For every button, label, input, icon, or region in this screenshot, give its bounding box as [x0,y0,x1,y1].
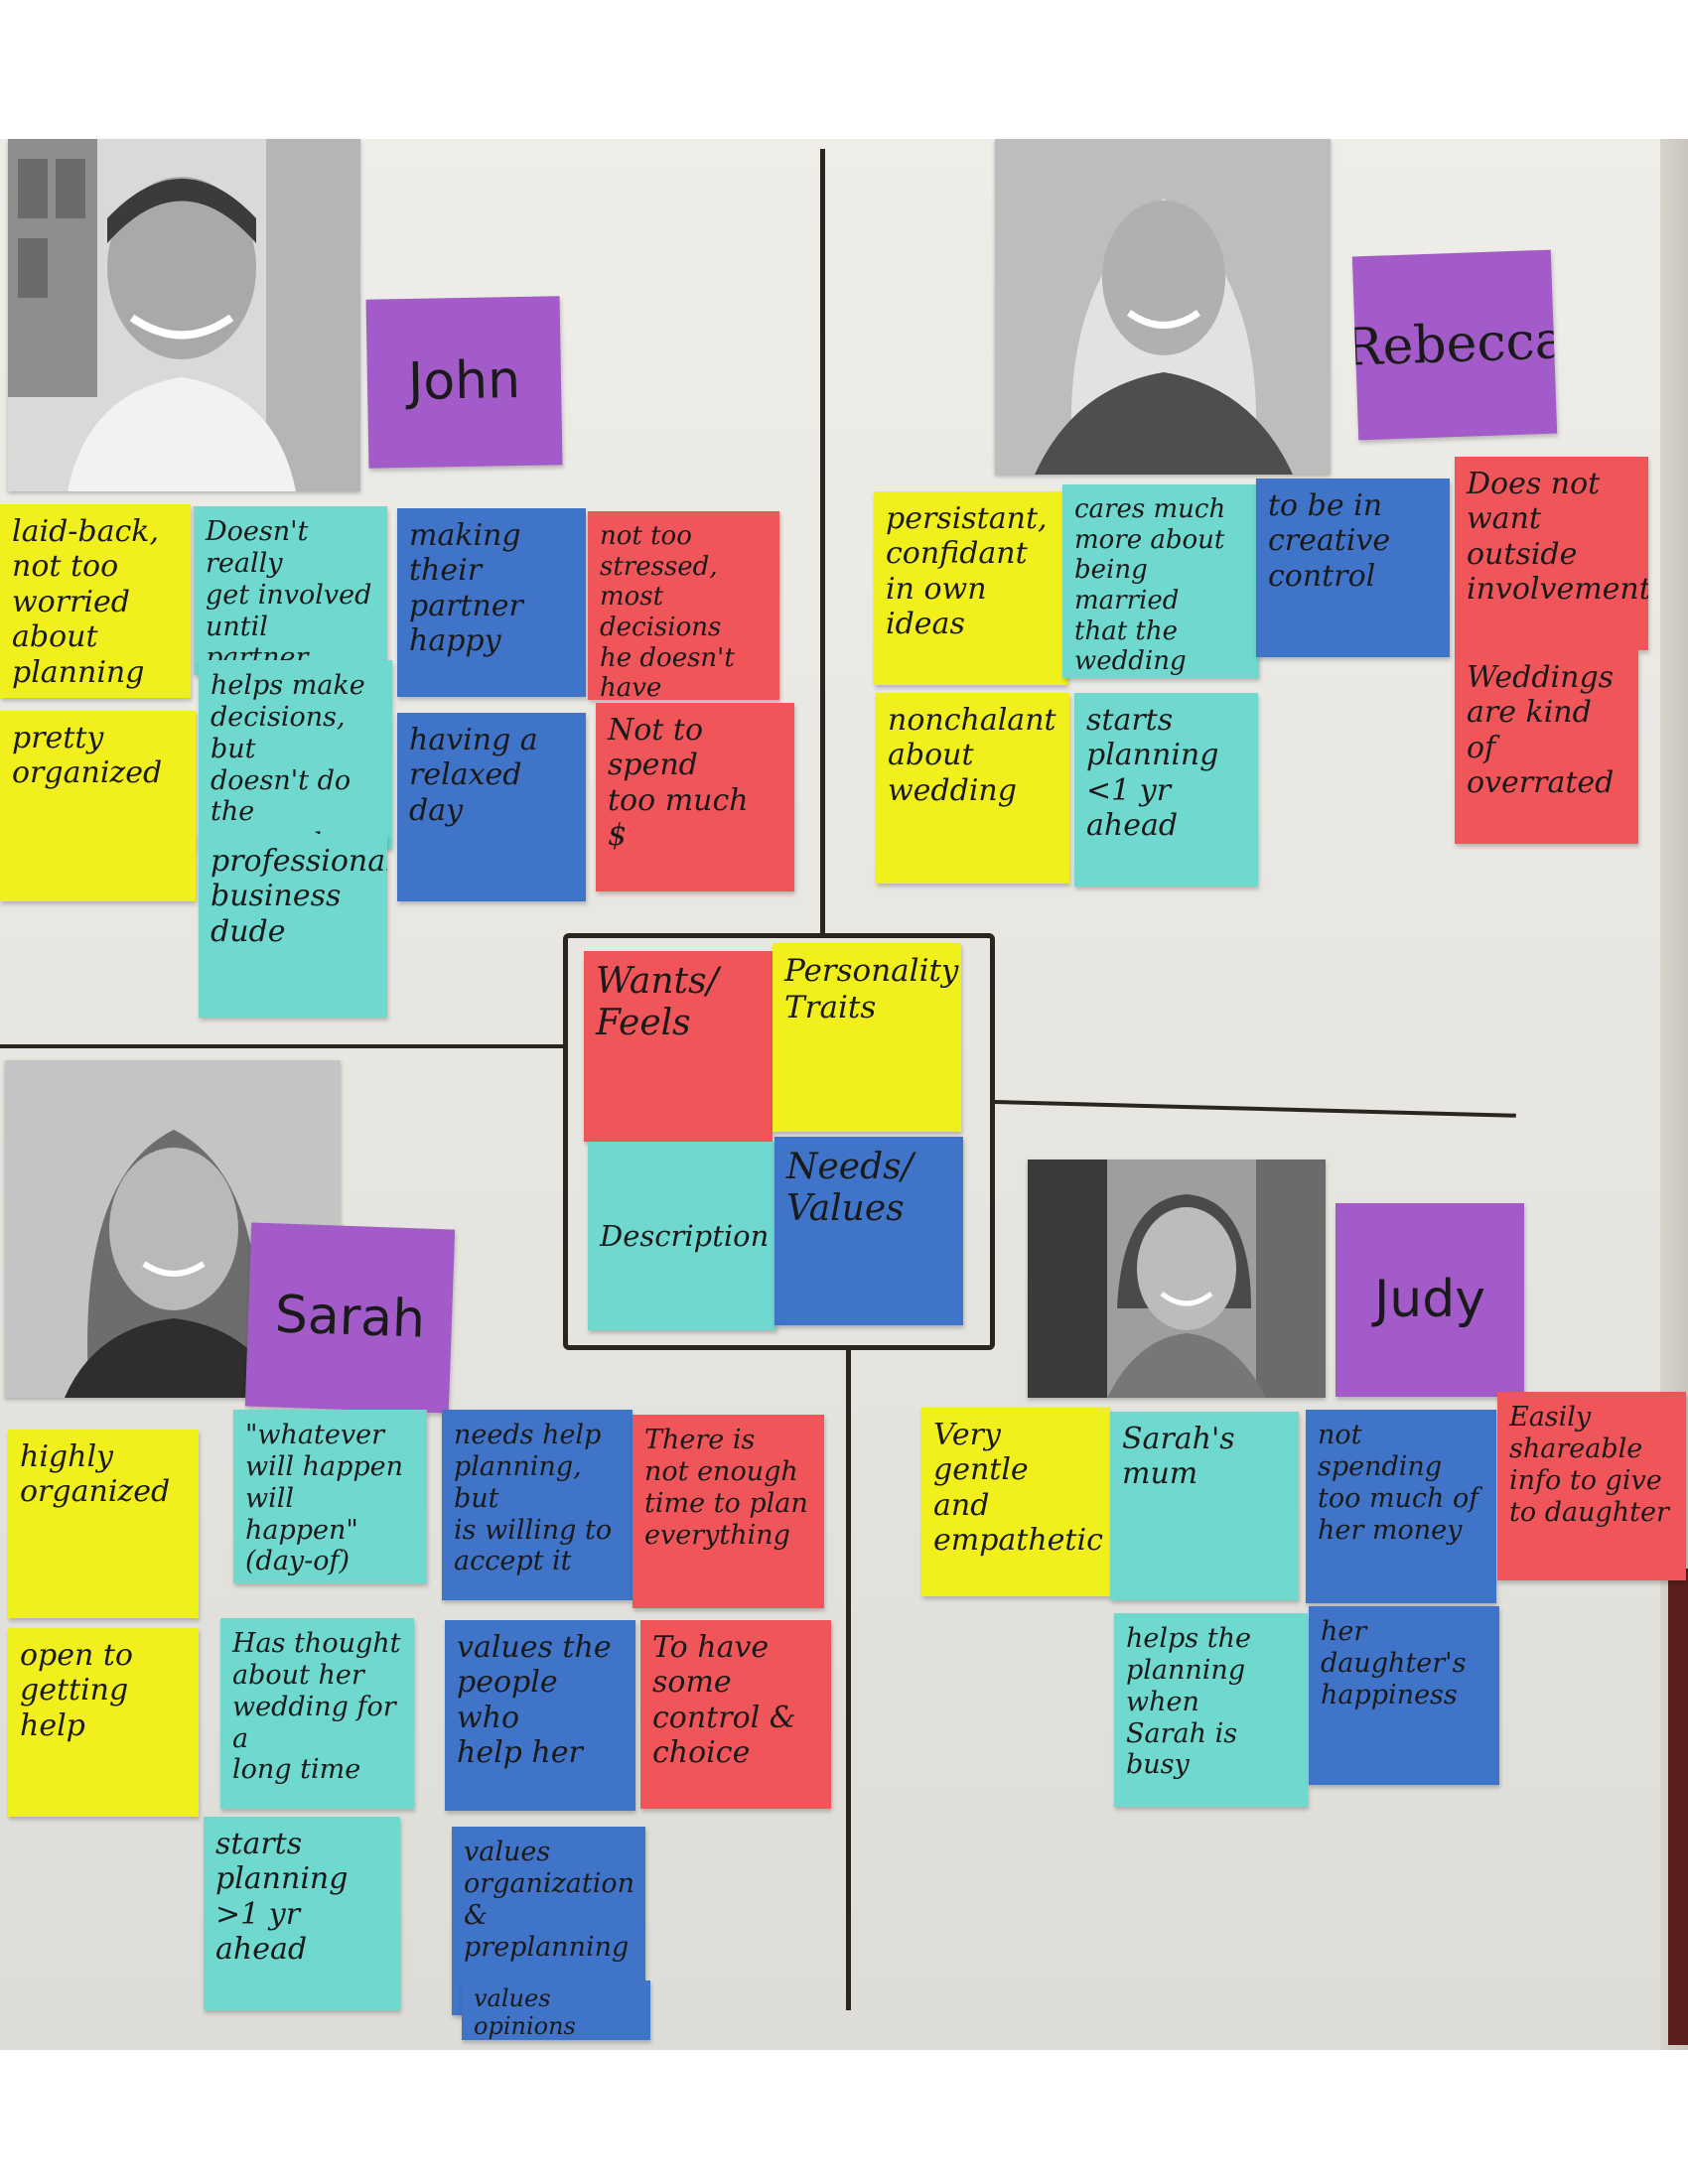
john-need-note-2: having a relaxed day [397,713,586,901]
sarah-need-note-1: needs help planning, but is willing to a… [442,1410,633,1600]
judy-need-note-2: her daughter's happiness [1309,1606,1499,1785]
sarah-trait-note-1: highly organized [8,1430,199,1618]
sarah-photo [5,1060,341,1398]
sarah-need-note-2: values the people who help her [445,1620,635,1811]
rebecca-desc-note-2: starts planning <1 yr ahead [1074,693,1258,887]
divider-horizontal-left [0,1044,563,1048]
rebecca-need-note-1: to be in creative control [1256,478,1450,657]
legend-wants-feels: Wants/ Feels [584,951,773,1142]
rebecca-name-note: Rebecca [1351,249,1558,441]
sarah-trait-note-2: open to getting help [8,1628,199,1817]
divider-vertical-top [820,149,825,933]
john-want-note-1: not too stressed, most decisions he does… [588,511,779,700]
sarah-need-note-4: values opinions of others & [462,1980,650,2040]
carpet [1668,1569,1688,2045]
legend-frame [563,933,995,1350]
rebecca-want-note-1: Does not want outside involvement [1455,457,1648,650]
john-trait-note-2: pretty organized [0,711,196,901]
john-need-note-1: making their partner happy [397,508,586,697]
judy-desc-note-1: Sarah's mum [1110,1412,1299,1600]
woman-portrait-photo-icon [1028,1160,1326,1398]
divider-vertical-bottom [846,1350,851,2010]
john-trait-note-1: laid-back, not too worried about plannin… [0,504,191,698]
judy-trait-note-1: Very gentle and empathetic [921,1408,1110,1596]
sarah-want-note-2: To have some control & choice [640,1620,831,1809]
john-name-note: John [365,296,563,469]
sarah-name-note: Sarah [244,1222,456,1414]
rebecca-trait-note-1: persistant, confidant in own ideas [874,491,1067,685]
woman-portrait-photo-icon [5,1060,341,1398]
judy-name-note: Judy [1336,1203,1524,1397]
woman-portrait-photo-icon [995,139,1331,475]
judy-desc-note-2: helps the planning when Sarah is busy [1114,1613,1308,1807]
legend-needs-values: Needs/ Values [774,1137,963,1325]
john-desc-note-2: helps make decisions, but doesn't do the… [199,660,392,849]
rebecca-photo [995,139,1331,475]
legend-description: Description [588,1142,776,1330]
judy-photo [1028,1160,1326,1398]
john-desc-note-3: professional business dude [199,834,387,1018]
sarah-want-note-1: There is not enough time to plan everyth… [633,1415,824,1608]
rebecca-trait-note-2: nonchalant about wedding [876,693,1069,884]
john-want-note-2: Not to spend too much $ [596,703,794,891]
sarah-desc-note-3: starts planning >1 yr ahead [204,1817,400,2010]
judy-want-note-1: Easily shareable info to give to daughte… [1497,1392,1686,1580]
rebecca-want-note-2: Weddings are kind of overrated [1455,650,1638,844]
john-desc-note-1: Doesn't really get involved until partne… [194,506,387,675]
sarah-desc-note-2: Has thought about her wedding for a long… [220,1618,414,1809]
john-photo [8,139,360,491]
man-portrait-photo-icon [8,139,360,491]
sarah-desc-note-1: "whatever will happen will happen" (day-… [233,1410,427,1583]
judy-need-note-1: not spending too much of her money [1306,1410,1496,1603]
legend-personality-traits: Personality Traits [773,943,961,1132]
rebecca-desc-note-1: cares much more about being married that… [1062,484,1259,678]
